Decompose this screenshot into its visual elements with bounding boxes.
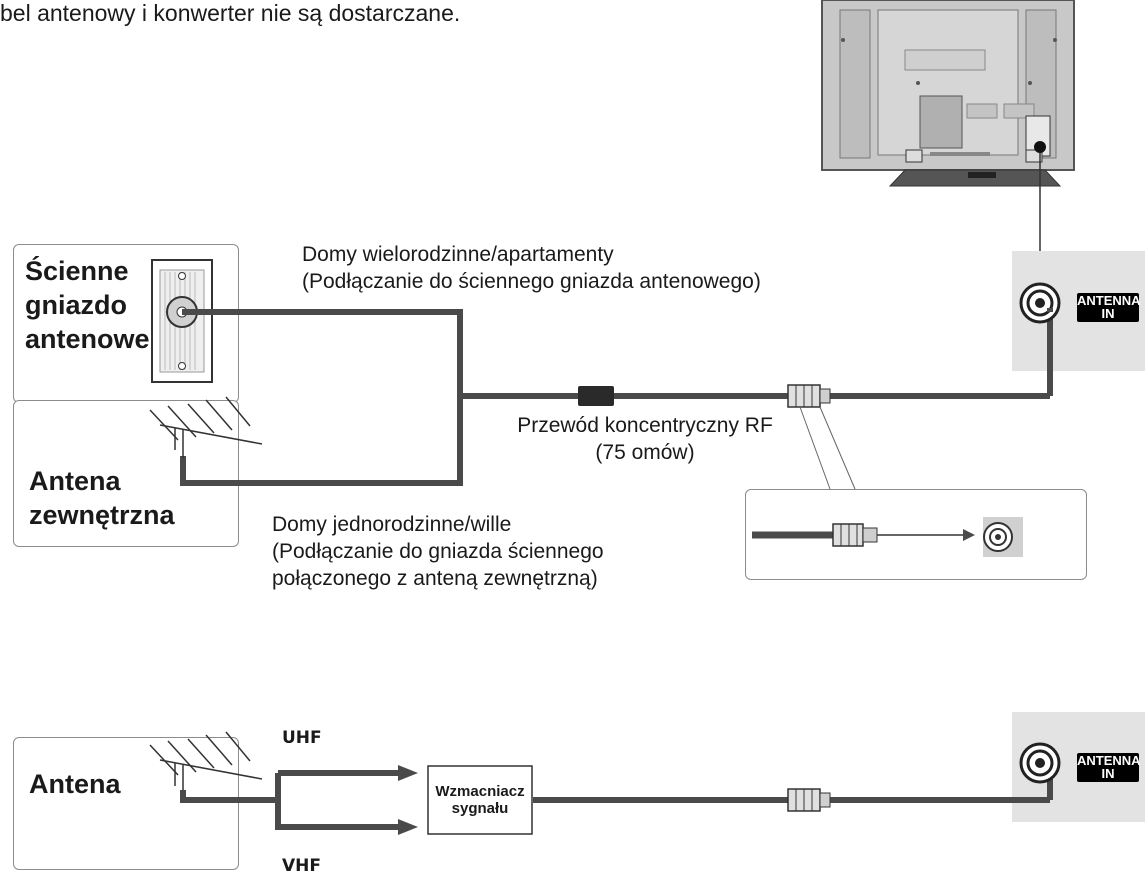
antenna-in-badge-bottom: ANTENNA IN: [1077, 753, 1141, 782]
wall-socket-label-line-1: Ścienne: [25, 256, 129, 286]
outdoor-antenna-label-line-2: zewnętrzna: [29, 500, 175, 530]
outdoor-antenna-label: Antena zewnętrzna: [29, 464, 175, 532]
intro-text: bel antenowy i konwerter nie są dostarcz…: [0, 0, 461, 26]
uhf-label: UHF: [282, 728, 322, 748]
antenna-jack-top: [1019, 282, 1061, 324]
rf-plug: [787, 384, 831, 408]
amplifier-label-line-2: sygnału: [451, 800, 509, 817]
cable-note-line-2: (75 omów): [595, 441, 695, 464]
wall-socket-label: Ścienne gniazdo antenowe: [25, 254, 150, 356]
antenna-in-badge-bottom-line-2: IN: [1101, 766, 1115, 781]
bottom-antenna-box: [13, 737, 239, 870]
vhf-arrow: [398, 819, 418, 835]
cable-note: Przewód koncentryczny RF (75 omów): [495, 412, 795, 466]
bottom-cable: [180, 770, 1053, 830]
coaxial-cable-top: [180, 309, 1053, 486]
cable-note-line-1: Przewód koncentryczny RF: [517, 414, 773, 437]
tv-rear-view: [821, 0, 1075, 187]
rf-plug-bottom: [787, 788, 831, 812]
amplifier-box: [427, 765, 533, 835]
bottom-antenna-label: Antena: [29, 769, 121, 799]
antenna-in-badge-bottom-line-1: ANTENNA: [1077, 753, 1141, 768]
outdoor-antenna-label-line-1: Antena: [29, 466, 121, 496]
antenna-in-badge-top: ANTENNA IN: [1077, 293, 1141, 322]
ferrite-core: [578, 386, 614, 406]
outdoor-antenna-icon: [149, 396, 263, 458]
bottom-antenna-icon: [149, 731, 263, 792]
antenna-in-badge-top-line-1: ANTENNA: [1077, 293, 1141, 308]
amplifier-label: Wzmacniacz sygnału: [428, 783, 532, 817]
apartments-note-line-1: Domy wielorodzinne/apartamenty: [302, 243, 614, 266]
houses-note: Domy jednorodzinne/wille (Podłączanie do…: [272, 511, 604, 592]
antenna-in-badge-top-line-2: IN: [1101, 306, 1115, 321]
vhf-label: VHF: [282, 856, 321, 876]
antenna-jack-bottom: [1019, 742, 1061, 784]
amplifier-label-line-1: Wzmacniacz: [435, 783, 525, 800]
outdoor-antenna-box: [13, 400, 239, 547]
uhf-arrow: [398, 765, 418, 781]
apartments-note: Domy wielorodzinne/apartamenty (Podłącza…: [302, 241, 761, 295]
houses-note-line-1: Domy jednorodzinne/wille: [272, 513, 512, 536]
detail-callout-line-right: [819, 406, 856, 490]
houses-note-line-3: połączonego z anteną zewnętrzną): [272, 567, 598, 590]
houses-note-line-2: (Podłączanie do gniazda ściennego: [272, 540, 604, 563]
connector-detail-illustration: [752, 517, 1023, 557]
wall-socket-label-line-2: gniazdo: [25, 290, 127, 320]
wall-socket-label-line-3: antenowe: [25, 324, 150, 354]
apartments-note-line-2: (Podłączanie do ściennego gniazda anteno…: [302, 270, 761, 293]
detail-callout-line-left: [799, 406, 831, 490]
wall-socket-icon: [151, 259, 213, 383]
